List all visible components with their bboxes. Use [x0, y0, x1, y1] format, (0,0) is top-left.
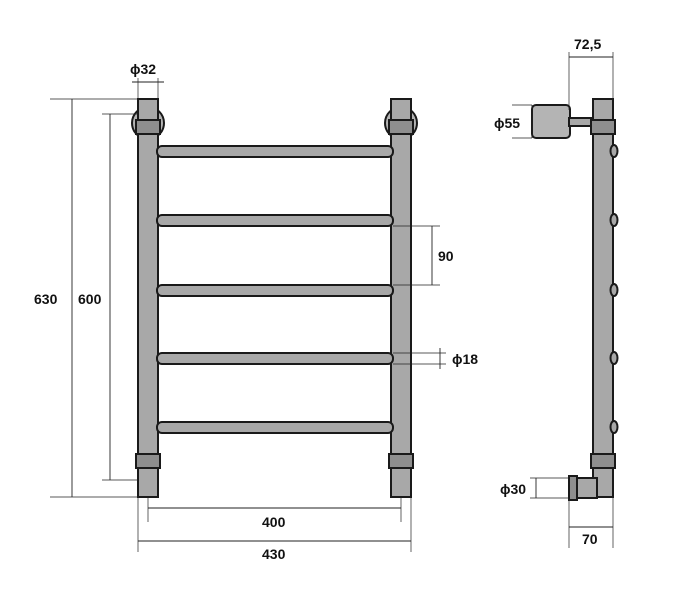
diameter-symbol: ϕ	[494, 115, 505, 131]
inner-height-label: 600	[78, 291, 102, 307]
diameter-symbol: ϕ	[130, 61, 141, 77]
left-vertical-pipe	[137, 98, 159, 498]
overall-width-dimension: 430	[137, 497, 412, 562]
side-top-collar	[590, 119, 616, 135]
left-top-collar	[135, 119, 161, 135]
side-wall-flange	[531, 104, 571, 139]
side-rung-stub-1	[609, 144, 619, 158]
right-vertical-pipe	[390, 98, 412, 498]
rung-2	[156, 214, 394, 227]
rung-pitch-label: 90	[438, 248, 454, 264]
flange-diameter-dimension: ϕ55	[494, 104, 533, 139]
center-width-dimension: 400	[147, 497, 402, 530]
right-bottom-collar	[388, 453, 414, 469]
diameter-symbol: ϕ	[452, 351, 463, 367]
svg-text:ϕ32: ϕ32	[130, 61, 156, 77]
side-vertical-pipe	[592, 98, 614, 498]
diameter-symbol: ϕ	[500, 481, 511, 497]
wall-offset-top-label: 72,5	[574, 36, 601, 52]
bottom-connector-diameter-dimension: ϕ30	[500, 477, 569, 499]
left-bottom-collar	[135, 453, 161, 469]
rung-3	[156, 284, 394, 297]
svg-text:ϕ30: ϕ30	[500, 481, 526, 497]
flange-diameter-label: 55	[505, 115, 521, 131]
pipe-diameter-dimension: ϕ32	[130, 61, 164, 99]
right-top-collar	[388, 119, 414, 135]
svg-text:ϕ18: ϕ18	[452, 351, 478, 367]
side-rung-stub-3	[609, 283, 619, 297]
rung-diameter-label: 18	[463, 351, 479, 367]
center-width-label: 400	[262, 514, 286, 530]
side-rung-stub-4	[609, 351, 619, 365]
wall-offset-bottom-dimension: 70	[568, 497, 614, 548]
inner-height-dimension: 600	[78, 113, 138, 481]
rung-1	[156, 145, 394, 158]
wall-offset-top-dimension: 72,5	[568, 36, 614, 110]
side-rung-stub-5	[609, 420, 619, 434]
front-view: ϕ32 630 600 90 ϕ18	[34, 61, 478, 562]
overall-height-label: 630	[34, 291, 58, 307]
bottom-connector-diameter-label: 30	[511, 481, 527, 497]
rung-5	[156, 421, 394, 434]
side-view: 72,5 ϕ55 ϕ30 70	[494, 36, 619, 548]
side-bottom-collar	[590, 453, 616, 469]
wall-offset-bottom-label: 70	[582, 531, 598, 547]
rung-pitch-dimension: 90	[393, 225, 454, 286]
overall-height-dimension: 630	[34, 98, 138, 498]
rung-diameter-dimension: ϕ18	[393, 348, 478, 369]
side-bottom-connector-cap	[568, 475, 578, 501]
overall-width-label: 430	[262, 546, 286, 562]
side-rung-stub-2	[609, 213, 619, 227]
rung-4	[156, 352, 394, 365]
pipe-diameter-label: 32	[141, 61, 157, 77]
svg-text:ϕ55: ϕ55	[494, 115, 520, 131]
